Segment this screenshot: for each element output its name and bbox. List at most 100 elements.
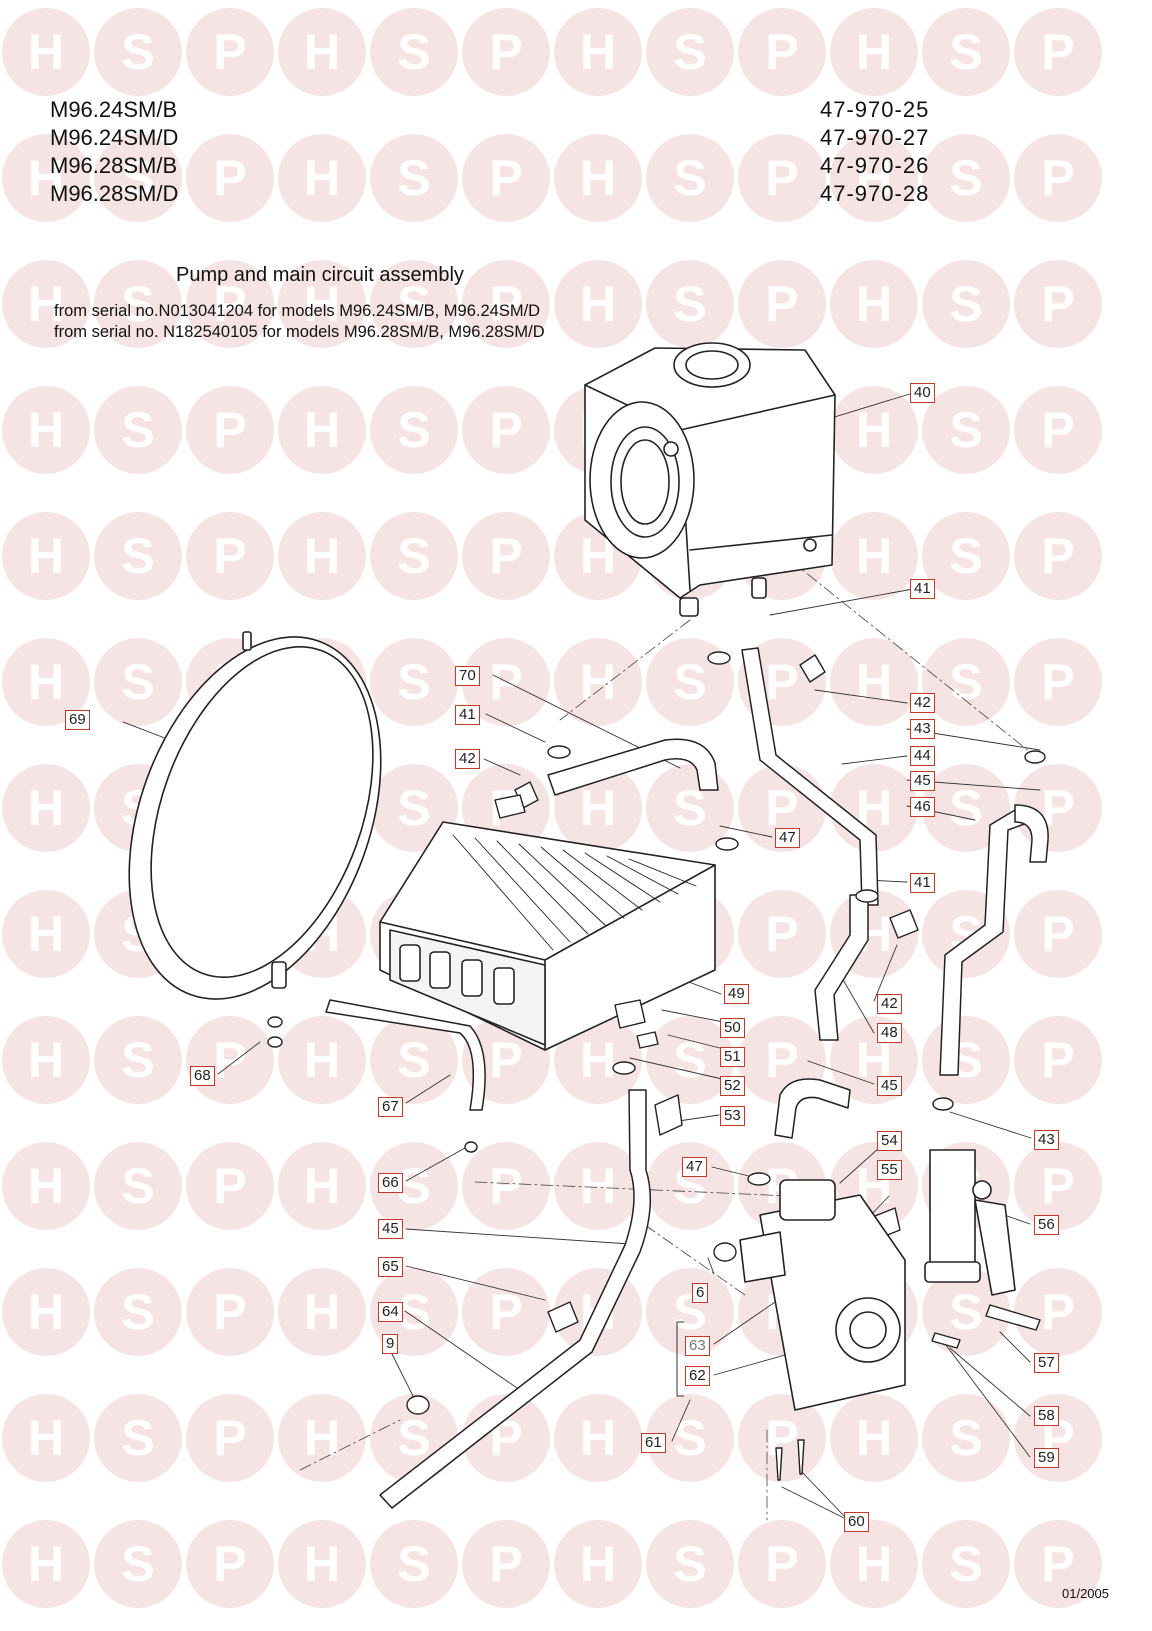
watermark-letter: P	[213, 1410, 246, 1466]
watermark-circle	[1014, 1520, 1102, 1608]
watermark-circle	[1014, 638, 1102, 726]
callout-label: 48	[877, 1023, 902, 1043]
watermark-circle	[554, 1394, 642, 1482]
watermark-circle	[94, 512, 182, 600]
watermark-letter: P	[213, 1536, 246, 1592]
watermark-letter: S	[397, 1158, 430, 1214]
serial-note: from serial no.N013041204 for models M96…	[54, 302, 541, 320]
watermark-circle	[462, 638, 550, 726]
watermark-letter: H	[580, 150, 616, 206]
watermark-letter: H	[28, 276, 64, 332]
watermark-letter: S	[949, 1536, 982, 1592]
model-name: M96.24SM/B	[50, 97, 178, 122]
watermark-circle	[186, 1520, 274, 1608]
watermark-letter: P	[1041, 1158, 1074, 1214]
watermark-circle	[554, 134, 642, 222]
watermark-circle	[1014, 134, 1102, 222]
callout-label: 49	[724, 984, 749, 1004]
watermark-letter: P	[489, 1158, 522, 1214]
watermark-letter: S	[397, 528, 430, 584]
watermark-letter: P	[213, 402, 246, 458]
watermark-circle	[2, 8, 90, 96]
watermark-letter: S	[949, 150, 982, 206]
callout-label: 52	[720, 1076, 745, 1096]
watermark-letter: H	[580, 780, 616, 836]
model-name: M96.28SM/D	[50, 181, 179, 206]
watermark-letter: H	[28, 1284, 64, 1340]
callout-label: 53	[720, 1106, 745, 1126]
watermark-circle	[462, 260, 550, 348]
watermark-letter: H	[856, 1410, 892, 1466]
callout-label: 68	[190, 1066, 215, 1086]
group-bracket	[676, 1321, 684, 1397]
watermark-circle	[278, 512, 366, 600]
watermark-circle	[370, 764, 458, 852]
watermark-circle	[278, 260, 366, 348]
watermark-letter: H	[28, 780, 64, 836]
watermark-circle	[2, 1142, 90, 1230]
watermark-letter: S	[949, 528, 982, 584]
part-code: 47-970-27	[820, 125, 930, 150]
callout-label: 50	[720, 1018, 745, 1038]
fittings	[267, 651, 1046, 1481]
watermark-circle	[922, 1268, 1010, 1356]
watermark-circle	[2, 1394, 90, 1482]
watermark-circle	[830, 1520, 918, 1608]
watermark-circle	[922, 512, 1010, 600]
callout-label: 42	[910, 693, 935, 713]
watermark-letter: S	[397, 1536, 430, 1592]
watermark-letter: H	[28, 150, 64, 206]
watermark-letter: P	[765, 24, 798, 80]
watermark-circle	[2, 134, 90, 222]
watermark-letter: H	[304, 1158, 340, 1214]
watermark-circle	[370, 1520, 458, 1608]
watermark-circle	[1014, 1268, 1102, 1356]
watermark-letter: H	[304, 276, 340, 332]
watermark-letter: H	[580, 1410, 616, 1466]
callout-label: 57	[1034, 1353, 1059, 1373]
watermark-circle	[830, 8, 918, 96]
watermark-circle	[738, 1520, 826, 1608]
watermark-letter: S	[949, 276, 982, 332]
callout-label: 59	[1034, 1448, 1059, 1468]
watermark-letter: P	[765, 150, 798, 206]
watermark-letter: S	[121, 24, 154, 80]
watermark-letter: P	[213, 276, 246, 332]
watermark-circle	[462, 134, 550, 222]
watermark-letter: P	[1041, 24, 1074, 80]
safety-valve-part	[924, 1149, 1016, 1296]
callout-label: 66	[378, 1173, 403, 1193]
watermark-letter: S	[121, 402, 154, 458]
watermark-letter: P	[1041, 528, 1074, 584]
watermark-letter: H	[28, 402, 64, 458]
watermark-letter: S	[397, 654, 430, 710]
watermark-circle	[1014, 8, 1102, 96]
watermark-circle	[186, 386, 274, 474]
callout-label: 46	[910, 797, 935, 817]
heat-exchanger-fins	[452, 834, 697, 951]
watermark-circle	[370, 1016, 458, 1104]
watermark-letter: H	[856, 150, 892, 206]
watermark-circle	[554, 1520, 642, 1608]
callout-label: 70	[455, 666, 480, 686]
watermark-circle	[94, 1016, 182, 1104]
watermark-letter: H	[28, 1410, 64, 1466]
watermark-circle	[646, 1268, 734, 1356]
watermark-circle	[94, 260, 182, 348]
watermark-circle	[370, 260, 458, 348]
watermark-circle	[370, 512, 458, 600]
watermark-letter: H	[856, 402, 892, 458]
watermark-letter: H	[304, 1032, 340, 1088]
watermark-letter: H	[580, 1158, 616, 1214]
model-name: M96.24SM/D	[50, 125, 179, 150]
watermark-letter: S	[397, 24, 430, 80]
callout-label: 64	[378, 1302, 403, 1322]
callout-label: 45	[378, 1219, 403, 1239]
watermark-circle	[462, 512, 550, 600]
watermark-circle	[646, 134, 734, 222]
pump-part	[739, 1179, 906, 1411]
watermark-circle	[554, 1016, 642, 1104]
watermark-letter: S	[121, 1410, 154, 1466]
watermark-letter: H	[304, 150, 340, 206]
watermark-circle	[738, 1394, 826, 1482]
